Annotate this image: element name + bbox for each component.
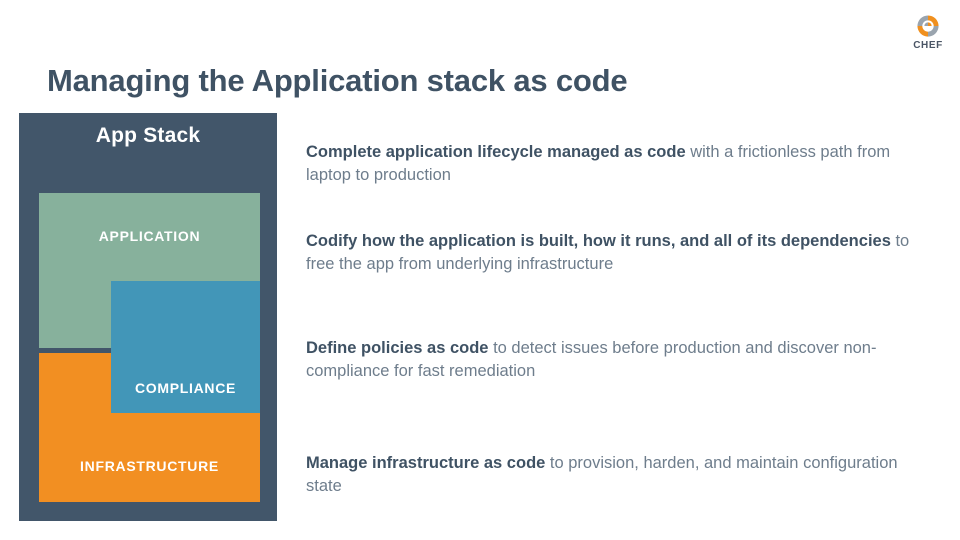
point-item: Manage infrastructure as code to provisi…	[306, 452, 921, 499]
stack-layer-infrastructure-label: INFRASTRUCTURE	[80, 458, 219, 474]
point-rest: to detect issues before production and d…	[306, 338, 877, 380]
point-lead: Define policies as code	[306, 338, 489, 357]
stack-layer-compliance: COMPLIANCE	[111, 281, 260, 413]
page-title: Managing the Application stack as code	[47, 62, 628, 98]
point-rest: to provision, harden, and maintain confi…	[306, 453, 898, 495]
app-stack-heading: App Stack	[95, 124, 201, 147]
point-lead: Manage infrastructure as code	[306, 453, 546, 472]
chef-circular-c-icon	[917, 15, 939, 37]
brand-logo: CHEF	[905, 13, 951, 61]
point-rest: to free the app from underlying infrastr…	[306, 231, 910, 273]
stack-layer-application-label: APPLICATION	[98, 228, 201, 244]
stack-layer-compliance-label: COMPLIANCE	[134, 380, 237, 396]
point-lead: Complete application lifecycle managed a…	[306, 142, 686, 161]
app-stack-diagram: App Stack APPLICATION INFRASTRUCTURE COM…	[19, 113, 277, 521]
point-lead: Codify how the application is built, how…	[306, 231, 891, 250]
point-item: Define policies as code to detect issues…	[306, 337, 921, 384]
point-item: Codify how the application is built, how…	[306, 230, 921, 277]
point-rest: with a frictionless path from laptop to …	[306, 142, 891, 184]
brand-wordmark: CHEF	[913, 40, 943, 51]
point-item: Complete application lifecycle managed a…	[306, 141, 921, 188]
